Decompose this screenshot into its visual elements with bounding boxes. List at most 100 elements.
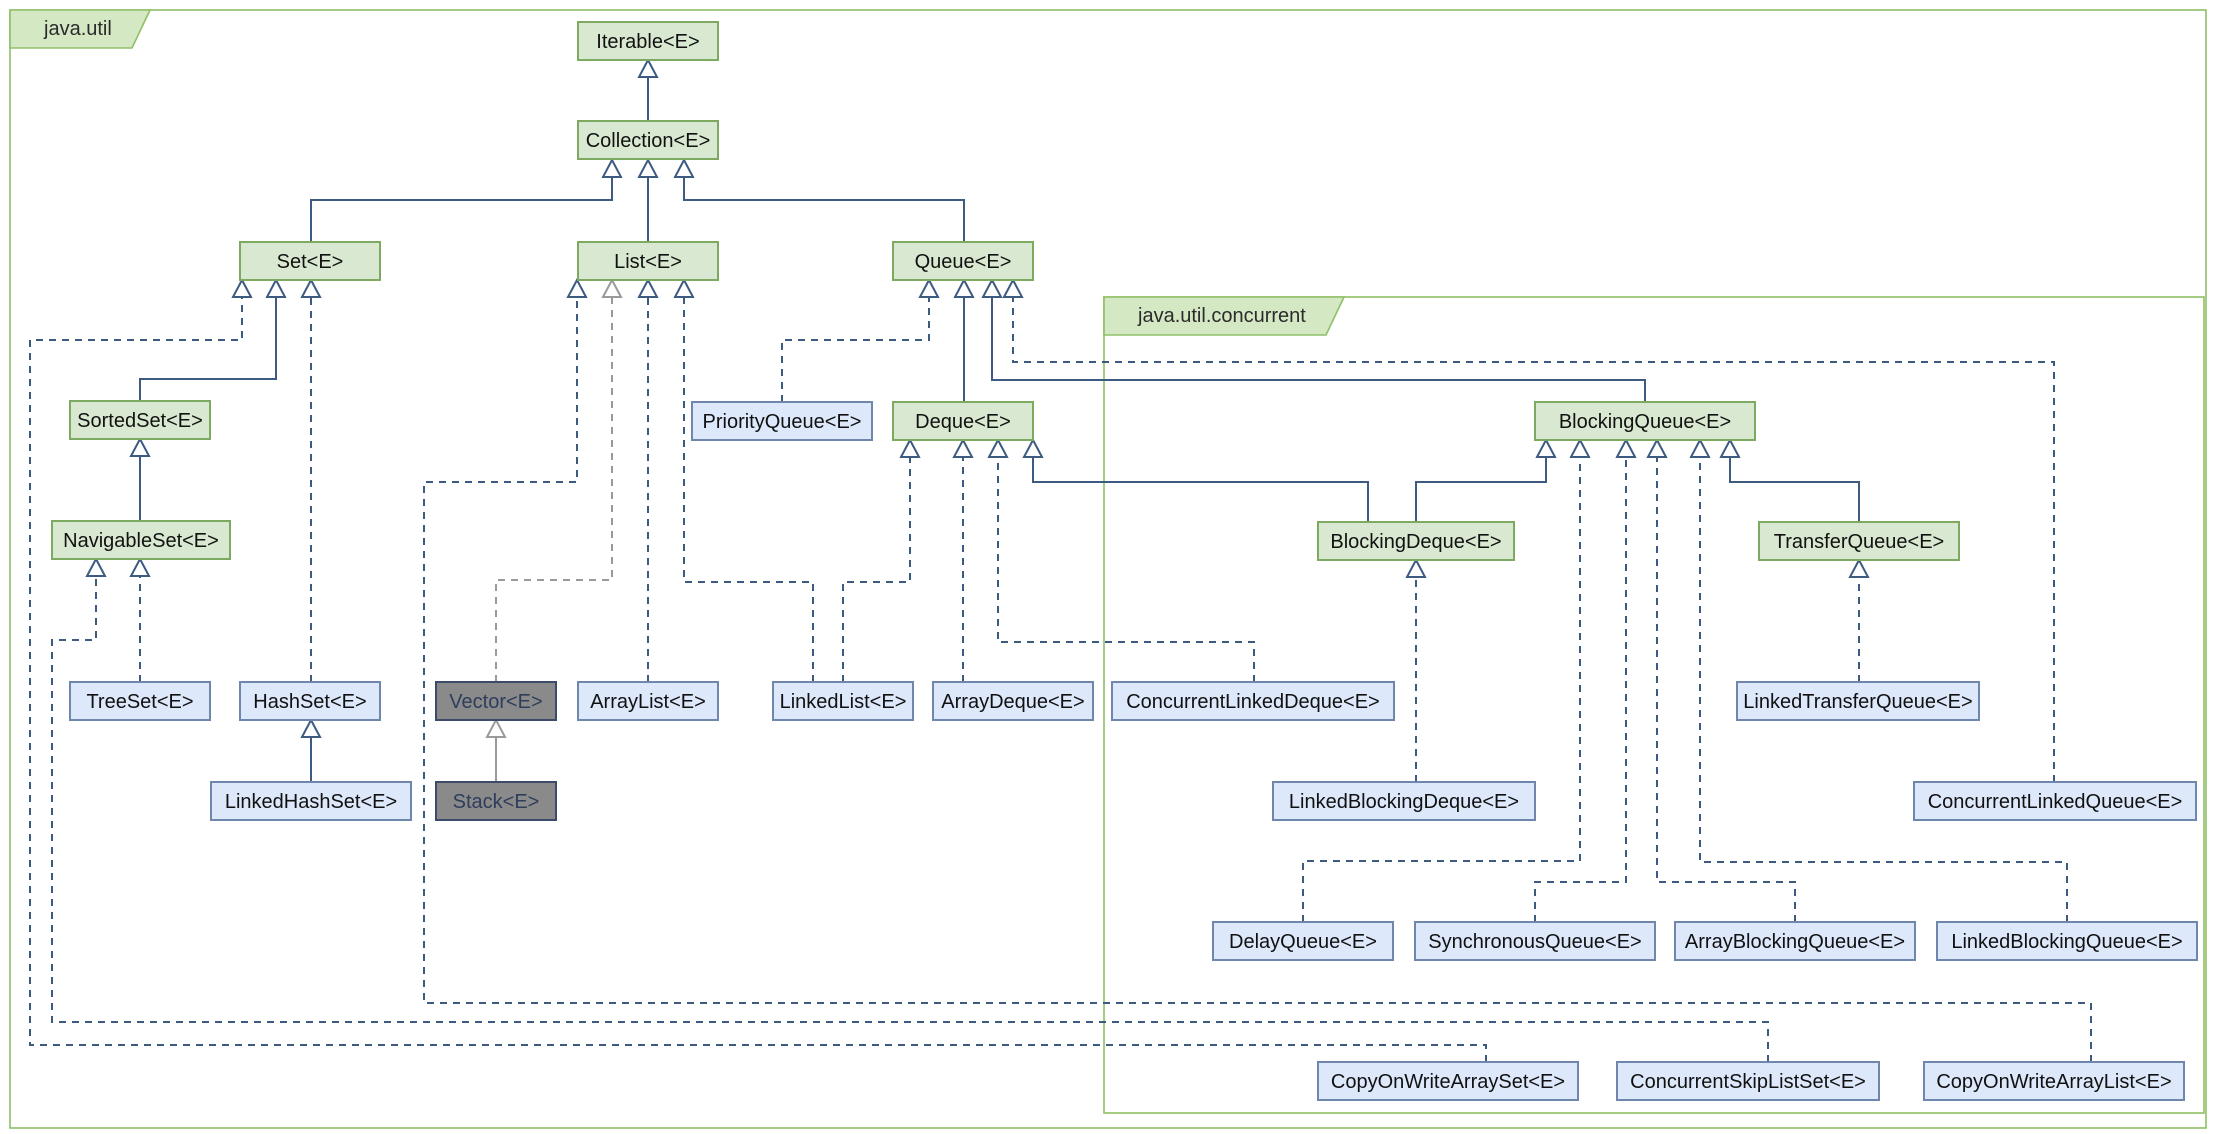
generalization-arrowhead (1719, 437, 1741, 458)
generalization-arrowhead (637, 57, 659, 78)
generalization-arrowhead (987, 437, 1009, 458)
edge-priorityqueue-to-queue (781, 277, 940, 402)
node-box (691, 401, 873, 441)
nodes: Iterable<E>Collection<E>Set<E>List<E>Que… (51, 21, 2198, 1101)
edge-queue-to-collection (673, 157, 965, 242)
edge-hashset-to-set (300, 277, 322, 682)
node-label: BlockingQueue<E> (1559, 411, 1731, 433)
node-blockingqueue: BlockingQueue<E> (1534, 401, 1756, 441)
generalization-arrowhead (129, 436, 151, 457)
edge-linkedtransferqueue-to-transferqueue (1848, 557, 1870, 682)
edge-line (1415, 457, 1547, 522)
node-box (1923, 1061, 2185, 1101)
edge-blockingqueue-to-queue (981, 277, 1646, 402)
node-box (577, 21, 719, 61)
generalization-arrowhead (981, 277, 1003, 298)
edge-transferqueue-to-blockingqueue (1719, 437, 1860, 522)
generalization-arrowhead (1022, 437, 1044, 458)
generalization-arrowhead (1535, 437, 1557, 458)
node-label: ArrayList<E> (590, 691, 706, 713)
node-deque: Deque<E> (892, 401, 1034, 441)
generalization-arrowhead (637, 277, 659, 298)
node-copyonwritearrayset: CopyOnWriteArraySet<E> (1317, 1061, 1579, 1101)
generalization-arrowhead (673, 277, 695, 298)
node-linkedlist: LinkedList<E> (772, 681, 914, 721)
generalization-arrowhead (1848, 557, 1870, 578)
edge-line (1656, 457, 1796, 922)
edge-set-to-collection (310, 157, 623, 242)
edge-linkedblockingqueue-to-blockingqueue (1689, 437, 2068, 922)
generalization-arrowhead (1002, 277, 1024, 298)
node-box (1317, 1061, 1579, 1101)
package-tab (9, 9, 152, 49)
node-label: Iterable<E> (596, 31, 699, 53)
node-box (577, 120, 719, 160)
node-label: Deque<E> (915, 411, 1011, 433)
edge-concurrentlinkedqueue-to-queue (1002, 277, 2055, 782)
node-box (932, 681, 1094, 721)
node-label: LinkedBlockingDeque<E> (1289, 791, 1519, 813)
edge-line (1534, 457, 1627, 922)
package-label: java.util (43, 18, 112, 40)
node-box (210, 781, 412, 821)
node-vector: Vector<E> (435, 681, 557, 721)
node-box (69, 681, 211, 721)
generalization-arrowhead (129, 556, 151, 577)
node-navigableset: NavigableSet<E> (51, 520, 231, 560)
edge-deque-to-queue (953, 277, 975, 402)
generalization-arrowhead (231, 277, 253, 298)
node-box (1758, 521, 1960, 561)
node-label: SortedSet<E> (77, 410, 203, 432)
edge-linkedlist-to-deque (842, 437, 921, 682)
package-java-util: java.util (9, 9, 2207, 1129)
edge-line (683, 177, 965, 242)
node-copyonwritearraylist: CopyOnWriteArrayList<E> (1923, 1061, 2185, 1101)
node-arraydeque: ArrayDeque<E> (932, 681, 1094, 721)
node-label: ConcurrentLinkedQueue<E> (1928, 791, 2183, 813)
node-box (69, 400, 211, 440)
generalization-arrowhead (601, 277, 623, 298)
node-treeset: TreeSet<E> (69, 681, 211, 721)
node-label: Collection<E> (586, 130, 711, 152)
node-label: Queue<E> (915, 251, 1012, 273)
node-box (892, 401, 1034, 441)
edge-concurrentskiplistset-to-navigableset (51, 556, 1769, 1062)
node-label: TreeSet<E> (86, 691, 193, 713)
node-label: DelayQueue<E> (1229, 931, 1377, 953)
node-label: Stack<E> (453, 791, 540, 813)
generalization-arrowhead (1646, 437, 1668, 458)
edge-delayqueue-to-blockingqueue (1302, 437, 1591, 922)
node-label: LinkedList<E> (780, 691, 907, 713)
node-sortedset: SortedSet<E> (69, 400, 211, 440)
generalization-arrowhead (601, 157, 623, 178)
edge-line (310, 177, 613, 242)
edge-line (683, 297, 814, 682)
node-box (1616, 1061, 1880, 1101)
package-tab (1103, 296, 1346, 336)
edge-linkedhashset-to-hashset (300, 717, 322, 782)
node-linkedblockingqueue: LinkedBlockingQueue<E> (1936, 921, 2198, 961)
generalization-arrowhead (952, 437, 974, 458)
edge-navigableset-to-sortedset (129, 436, 151, 521)
edge-linkedblockingdeque-to-blockingdeque (1405, 557, 1427, 782)
edge-line (842, 457, 911, 682)
edge-line (1729, 457, 1860, 522)
node-label: BlockingDeque<E> (1330, 531, 1501, 553)
node-box (577, 241, 719, 281)
edge-line (991, 297, 1646, 402)
node-box (1736, 681, 1980, 721)
node-box (1317, 521, 1515, 561)
node-label: ArrayBlockingQueue<E> (1685, 931, 1905, 953)
edge-line (781, 297, 930, 402)
node-linkedtransferqueue: LinkedTransferQueue<E> (1736, 681, 1980, 721)
node-list: List<E> (577, 241, 719, 281)
node-label: CopyOnWriteArrayList<E> (1936, 1071, 2171, 1093)
generalization-arrowhead (1405, 557, 1427, 578)
node-box (1272, 781, 1536, 821)
node-label: LinkedBlockingQueue<E> (1951, 931, 2182, 953)
node-linkedhashset: LinkedHashSet<E> (210, 781, 412, 821)
generalization-arrowhead (899, 437, 921, 458)
generalization-arrowhead (918, 277, 940, 298)
edge-copyonwritearraylist-to-list (423, 277, 2092, 1062)
